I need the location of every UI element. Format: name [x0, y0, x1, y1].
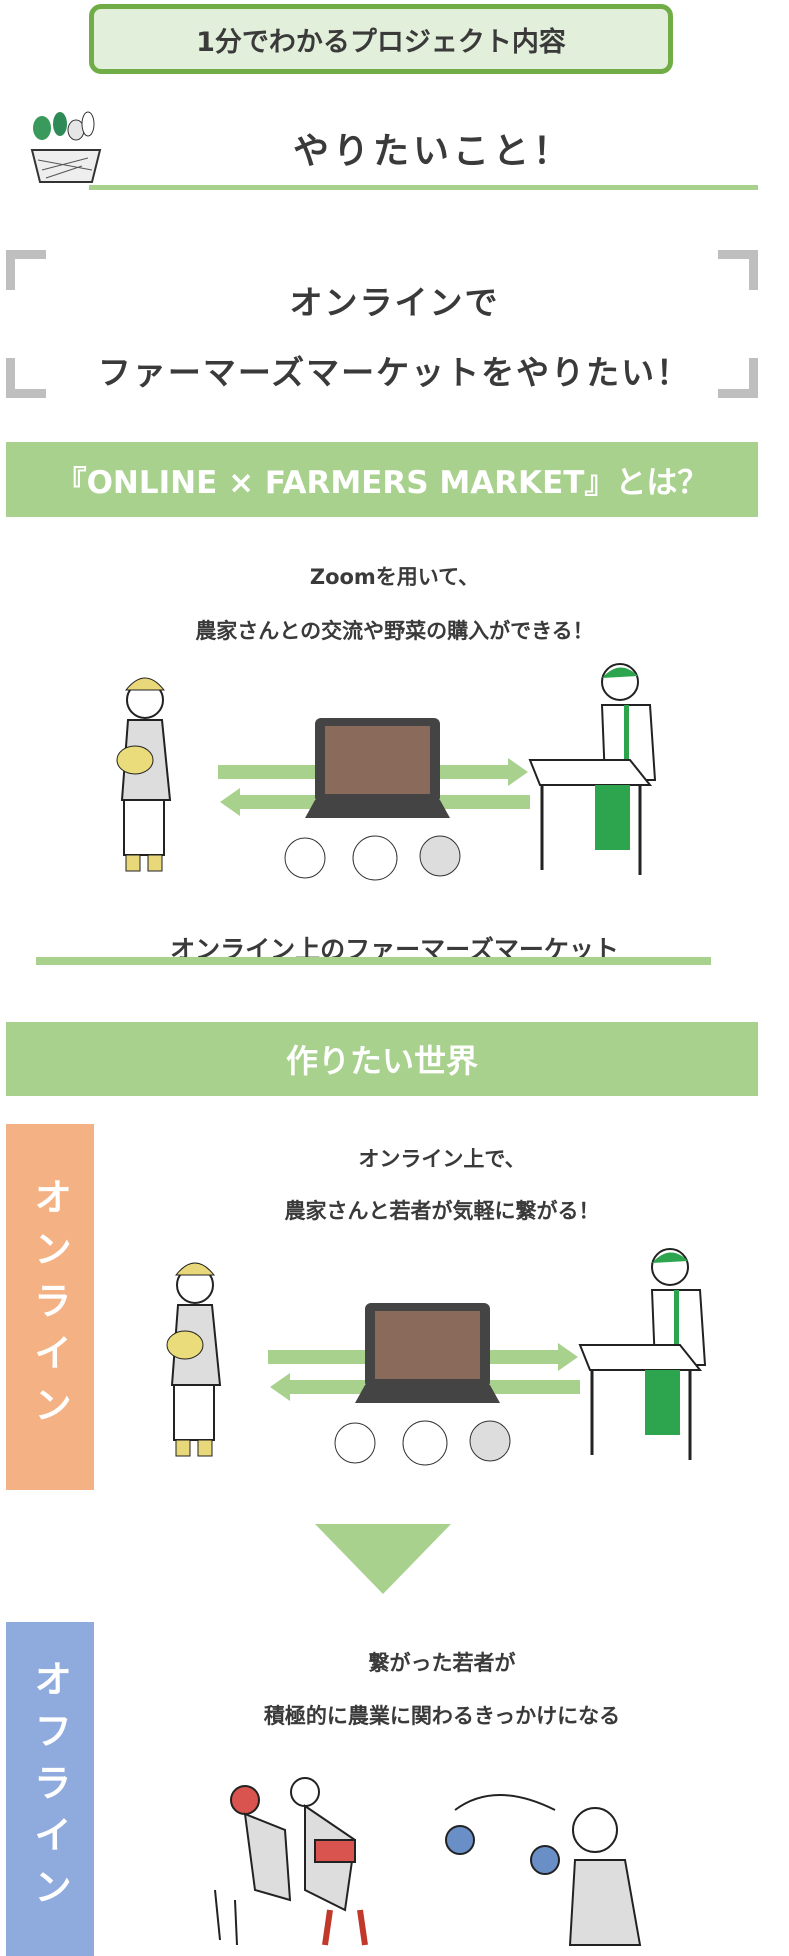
bracket-top-left [6, 250, 46, 290]
offline-farming-illustration [214, 1777, 642, 1946]
laptop-icon [305, 718, 450, 818]
vegetables [284, 835, 461, 881]
online-market-illustration [116, 663, 657, 881]
about-desc-line-2: 農家さんとの交流や野菜の購入ができる！ [195, 619, 594, 643]
statement-line-2: ファーマーズマーケットをやりたい！ [97, 353, 692, 392]
offline-side-label: オフライン [6, 1622, 94, 1956]
offline-line-2: 積極的に農業に関わるきっかけになる [263, 1704, 621, 1728]
student-figure [528, 663, 657, 875]
farmer-figure [166, 1262, 222, 1457]
want-heading: やりたいこと！ [292, 131, 573, 172]
bracket-bottom-right [718, 358, 758, 398]
laptop-icon [355, 1303, 500, 1403]
down-arrow-triangle [315, 1524, 451, 1594]
about-bar-label: 『ONLINE × FARMERS MARKET』とは？ [55, 465, 709, 501]
farmer-figure [116, 677, 172, 872]
offline-line-1: 繋がった若者が [368, 1651, 516, 1675]
online-line-1: オンライン上で、 [358, 1147, 526, 1171]
bracket-top-right [718, 250, 758, 290]
vegetable-basket-icon [30, 111, 102, 183]
vegetables [334, 1420, 511, 1466]
world-bar-label: 作りたい世界 [285, 1042, 478, 1080]
heading-underline [89, 185, 758, 190]
online-line-2: 農家さんと若者が気軽に繋がる！ [284, 1199, 600, 1223]
about-bar: 『ONLINE × FARMERS MARKET』とは？ [6, 442, 758, 517]
world-bar: 作りたい世界 [6, 1022, 758, 1096]
about-desc-line-1: Zoomを用いて、 [309, 565, 480, 589]
farmers-harvesting [214, 1777, 368, 1946]
online-side-label: オンライン [6, 1124, 94, 1490]
statement-line-1: オンラインで [289, 283, 500, 322]
bracket-bottom-left [6, 358, 46, 398]
student-figure [578, 1248, 707, 1460]
grape-harvester [445, 1794, 642, 1946]
caption-underline [36, 957, 711, 965]
online-connection-illustration [166, 1248, 707, 1466]
project-summary-title: 1分でわかるプロジェクト内容 [196, 26, 566, 58]
project-summary-title-box: 1分でわかるプロジェクト内容 [89, 4, 673, 74]
